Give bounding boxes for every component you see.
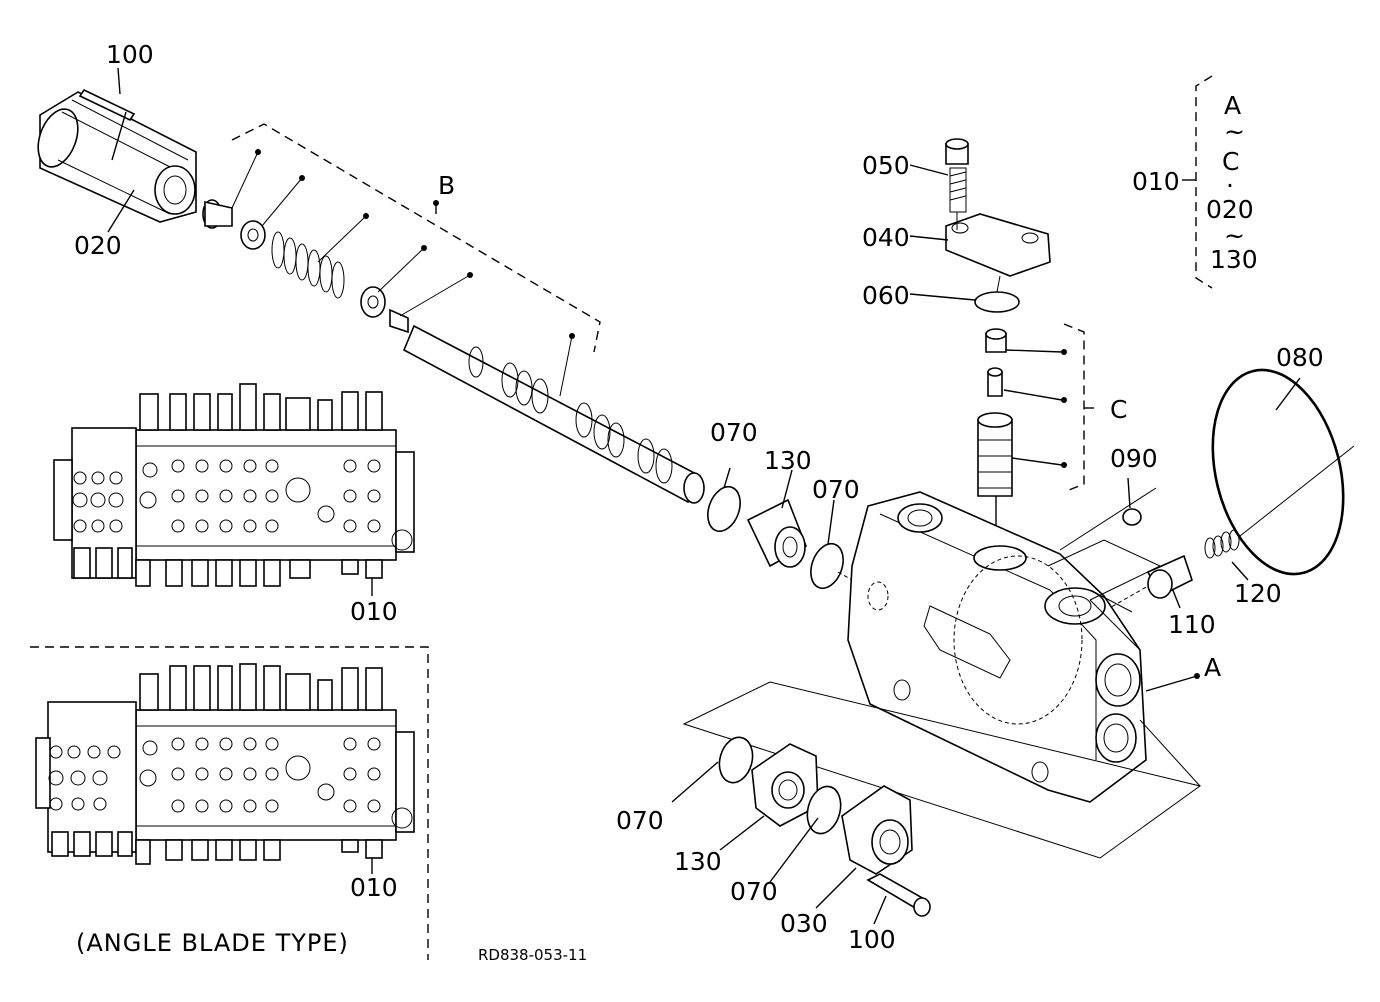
- inset-angle-blade-valve: [35, 663, 415, 874]
- callout-leaders: [107, 67, 1301, 692]
- bracket-line-5: 020: [1206, 195, 1254, 224]
- callout-010-bottom-inset: 010: [350, 873, 398, 902]
- pilot-cover-020: [37, 88, 197, 223]
- bottom-projection-frame: [671, 681, 1202, 925]
- spool-end-seals: [707, 467, 881, 597]
- callout-070-c: 070: [616, 806, 664, 835]
- valve-housing: [847, 487, 1201, 803]
- bracket-line-4: ·: [1226, 171, 1234, 200]
- group-b-label: B: [438, 171, 455, 200]
- bracket-line-6: ~: [1224, 221, 1245, 250]
- inset-control-valve: [53, 383, 415, 596]
- main-spool: [402, 324, 705, 504]
- callout-080: 080: [1276, 343, 1324, 372]
- callout-120: 120: [1234, 579, 1282, 608]
- callout-110: 110: [1168, 610, 1216, 639]
- bracket-line-3: C: [1222, 147, 1239, 176]
- bracket-line-7: 130: [1210, 245, 1258, 274]
- angle-blade-caption: (ANGLE BLADE TYPE): [76, 929, 349, 957]
- callout-100-top: 100: [106, 40, 154, 69]
- assembly-bracket-note: [1182, 75, 1213, 289]
- plug-110-spring-120: [1105, 445, 1355, 611]
- callout-070-b: 070: [812, 475, 860, 504]
- spool-spring-set: [202, 199, 409, 334]
- bracket-line-2: ~: [1224, 117, 1245, 146]
- group-c-label: C: [1110, 395, 1127, 424]
- group-b-bracket: [231, 123, 601, 397]
- relief-cap-group: [945, 138, 1094, 556]
- diagram-code: RD838-053-11: [478, 946, 587, 964]
- callout-130-b: 130: [674, 847, 722, 876]
- callout-040: 040: [862, 223, 910, 252]
- callout-070-d: 070: [730, 877, 778, 906]
- callout-100-bottom: 100: [848, 925, 896, 954]
- bracket-line-1: A: [1224, 91, 1241, 120]
- callout-010-top-inset: 010: [350, 597, 398, 626]
- callout-050: 050: [862, 151, 910, 180]
- callout-090: 090: [1110, 444, 1158, 473]
- callout-010-bracket: 010: [1132, 167, 1180, 196]
- callout-070-a: 070: [710, 418, 758, 447]
- callout-020: 020: [74, 231, 122, 260]
- callout-130-a: 130: [764, 446, 812, 475]
- angle-blade-dashed-frame: [30, 646, 429, 960]
- callout-030: 030: [780, 909, 828, 938]
- group-a-label: A: [1204, 653, 1221, 682]
- callout-060: 060: [862, 281, 910, 310]
- callout-labels: 100 020 B 050 040 060 010 A ~ C · 020 ~ …: [74, 40, 1324, 964]
- o-ring-080: [1211, 368, 1345, 576]
